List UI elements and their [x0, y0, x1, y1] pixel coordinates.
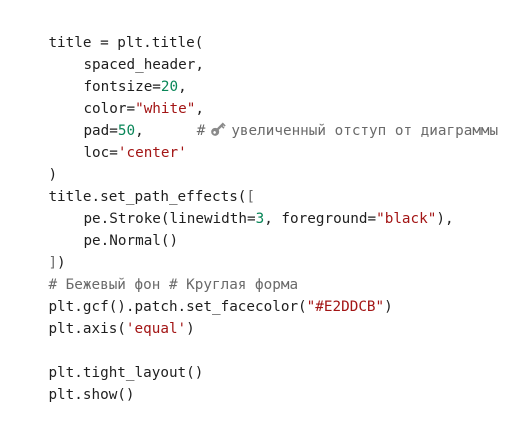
code-line-12: # Бежевый фон # Круглая форма [0, 252, 509, 293]
code-text: pe.Normal() [83, 233, 179, 249]
code-text: spaced_header, [83, 57, 204, 73]
code-text: ) [48, 167, 58, 183]
string-literal: 'center' [117, 145, 187, 161]
code-line-9: pe.Stroke(linewidth=3, foreground="black… [0, 186, 509, 227]
code-text: ) [384, 299, 393, 315]
code-line-8: title.set_path_effects([ [0, 164, 509, 205]
code-text: , foreground= [264, 211, 377, 227]
code-line-10: pe.Normal() [0, 208, 509, 249]
code-text: fontsize= [83, 79, 161, 95]
code-text: , [178, 79, 187, 95]
code-line-6: loc='center' [0, 120, 509, 161]
number-literal: 3 [255, 211, 265, 227]
code-text: ) [57, 255, 66, 271]
string-literal: "#E2DDCB" [306, 299, 385, 315]
bracket: [ [246, 189, 256, 205]
code-line-7: ) [0, 142, 509, 183]
string-literal: 'equal' [125, 321, 187, 337]
code-line-14: plt.axis('equal') [0, 296, 509, 337]
code-line-5: pad=50, # увеличенный отступ от диаграммы [0, 98, 509, 139]
code-text: plt.gcf().patch.set_facecolor( [48, 299, 307, 315]
code-text: , [195, 101, 204, 117]
string-literal: "white" [135, 101, 196, 117]
comment-text: # Бежевый фон # Круглая форма [48, 277, 299, 293]
code-text: plt.show() [48, 387, 135, 403]
code-text: plt.tight_layout() [48, 365, 204, 381]
code-text: pad= [83, 123, 118, 139]
code-text: ), [436, 211, 454, 227]
code-text: loc= [83, 145, 118, 161]
code-editor[interactable]: title = plt.title( spaced_header, fontsi… [0, 0, 509, 408]
code-line-13: plt.gcf().patch.set_facecolor("#E2DDCB") [0, 274, 509, 315]
code-text: title.set_path_effects( [48, 189, 247, 205]
comment-text: увеличенный отступ от диаграммы [231, 123, 499, 139]
code-text: title = plt.title( [48, 35, 204, 51]
bracket: ] [48, 255, 58, 271]
code-line-11: ]) [0, 230, 509, 271]
comment-hash: # [196, 123, 206, 139]
code-line-4: color="white", [0, 76, 509, 117]
code-line-17: plt.show() [0, 362, 509, 403]
number-literal: 50 [117, 123, 136, 139]
code-text: , [135, 123, 144, 139]
code-text: plt.axis( [48, 321, 126, 337]
code-text: color= [83, 101, 136, 117]
number-literal: 20 [160, 79, 179, 95]
key-icon [209, 120, 227, 138]
code-line-3: fontsize=20, [0, 54, 509, 95]
code-line-2: spaced_header, [0, 32, 509, 73]
code-line-1: title = plt.title( [0, 10, 509, 51]
code-line-16: plt.tight_layout() [0, 340, 509, 381]
code-text: pe.Stroke(linewidth= [83, 211, 256, 227]
code-text: ) [186, 321, 195, 337]
string-literal: "black" [376, 211, 437, 227]
